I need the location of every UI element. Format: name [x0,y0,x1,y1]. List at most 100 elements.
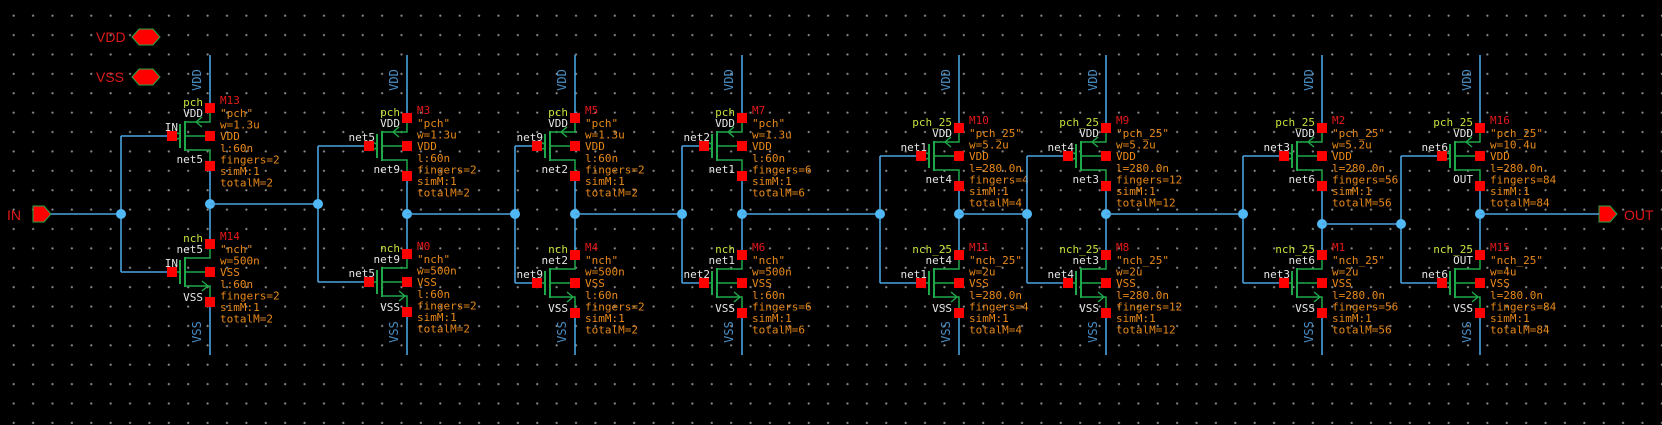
body-pin[interactable] [954,278,964,288]
bottom-pin[interactable] [737,171,747,181]
top-pin[interactable] [1317,123,1327,133]
pin-in[interactable]: IN [7,205,52,223]
gate-pin[interactable] [532,278,542,288]
pmos-transistor[interactable]: M7"pch"w=1.3uVDDl:60nfingers=6simM:1tota… [684,104,812,200]
nmos-transistor[interactable]: M8"nch_25"w=2uVSSl=280.0nfingers=12simM:… [1048,241,1183,337]
body-pin[interactable] [737,278,747,288]
bottom-pin[interactable] [570,171,580,181]
bottom-pin[interactable] [1475,308,1485,318]
bottom-pin[interactable] [205,297,215,307]
top-pin[interactable] [954,123,964,133]
source-net-label: VDD [380,117,400,130]
bottom-pin[interactable] [402,171,412,181]
bottom-pin[interactable] [1101,181,1111,191]
gate-pin[interactable] [699,278,709,288]
pin-vdd[interactable]: VDD [96,28,161,46]
body-pin[interactable] [1101,278,1111,288]
gate-pin[interactable] [364,141,374,151]
bottom-pin[interactable] [1317,308,1327,318]
bottom-pin[interactable] [570,308,580,318]
gate-pin[interactable] [699,141,709,151]
bottom-pin[interactable] [205,161,215,171]
gate-pin[interactable] [364,277,374,287]
inverter-stage: VDDVSSM9"pch_25"w=5.2uVDDl=280.0nfingers… [1022,55,1243,355]
gate-pin[interactable] [1063,151,1073,161]
source-net-label: VSS [1453,302,1473,315]
drain-net-label: net1 [709,163,736,176]
top-pin[interactable] [954,250,964,260]
bottom-pin[interactable] [737,308,747,318]
bottom-terminal [717,159,743,176]
top-pin[interactable] [1475,250,1485,260]
gate-pin[interactable] [167,131,177,141]
pmos-transistor[interactable]: M5"pch"w=1.3uVDDl:60nfingers=2simM:1tota… [517,104,645,200]
bottom-pin[interactable] [402,307,412,317]
gate-pin[interactable] [1437,278,1447,288]
nmos-transistor[interactable]: M1"nch_25"w=2uVSSl=280.0nfingers=56simM:… [1264,241,1399,337]
gate-pin[interactable] [1063,278,1073,288]
body-pin[interactable] [737,141,747,151]
nmos-transistor[interactable]: M14"nch"w=500nVSSl:60nfingers=2simM:1tot… [165,230,280,326]
body-pin[interactable] [1317,151,1327,161]
body-pin[interactable] [205,131,215,141]
nmos-transistor[interactable]: M0"nch"w=500nVSSl:60nfingers=2simM:1tota… [349,240,477,336]
body-pin[interactable] [1475,278,1485,288]
bottom-pin[interactable] [1101,308,1111,318]
top-pin[interactable] [570,113,580,123]
gate-net-label: IN [165,121,178,134]
bottom-pin[interactable] [954,308,964,318]
gate-pin[interactable] [167,267,177,277]
gate-pin[interactable] [1279,278,1289,288]
pmos-transistor[interactable]: M13"pch"w=1.3uVDDl:60nfingers=2simM:1tot… [165,94,280,190]
top-pin[interactable] [1101,250,1111,260]
top-pin[interactable] [570,250,580,260]
gate-pin[interactable] [532,141,542,151]
pin-vdd-icon[interactable] [131,28,161,46]
body-pin[interactable] [570,141,580,151]
device-param: w=500n [585,266,625,279]
top-pin[interactable] [1475,123,1485,133]
top-pin[interactable] [1317,250,1327,260]
nmos-transistor[interactable]: M11"nch_25"w=2uVSSl=280.0nfingers=4simM:… [901,241,1029,337]
top-pin[interactable] [402,249,412,259]
body-pin[interactable] [954,151,964,161]
gate-pin[interactable] [1279,151,1289,161]
body-pin[interactable] [205,267,215,277]
body-pin[interactable] [1475,151,1485,161]
pin-vss-icon[interactable] [131,68,161,86]
pin-out[interactable]: OUT [1598,205,1654,223]
gate-pin[interactable] [916,278,926,288]
pmos-transistor[interactable]: M9"pch_25"w=5.2uVDDl=280.0nfingers=12sim… [1048,114,1183,210]
bottom-pin[interactable] [954,181,964,191]
gate-pin[interactable] [1437,151,1447,161]
top-pin[interactable] [1101,123,1111,133]
top-pin[interactable] [737,250,747,260]
pin-out-icon[interactable] [1598,205,1618,223]
top-pin[interactable] [402,113,412,123]
pmos-transistor[interactable]: M10"pch_25"w=5.2uVDDl=280.0nfingers=4sim… [901,114,1029,210]
nmos-transistor[interactable]: M15"nch_25"w=4uVSSl=280.0nfingers=84simM… [1422,241,1557,337]
top-pin[interactable] [205,239,215,249]
bottom-pin[interactable] [1317,181,1327,191]
body-pin[interactable] [570,278,580,288]
pmos-transistor[interactable]: M16"pch_25"w=10.4uVDDl=280.0nfingers=84s… [1422,114,1557,210]
device-param: simM:1 [585,175,625,188]
pin-vss[interactable]: VSS [96,68,161,86]
pin-in-icon[interactable] [32,205,52,223]
body-pin[interactable] [1317,278,1327,288]
top-pin[interactable] [205,103,215,113]
pmos-transistor[interactable]: M2"pch_25"w=5.2uVDDl=280.0nfingers=56sim… [1264,114,1399,210]
body-pin[interactable] [402,277,412,287]
nmos-transistor[interactable]: M4"nch"w=500nVSSl:60nfingers=2simM:1tota… [517,241,645,337]
top-pin[interactable] [737,113,747,123]
body-pin[interactable] [1101,151,1111,161]
nmos-transistor[interactable]: M6"nch"w=500nVSSl:60nfingers=6simM:1tota… [684,241,812,337]
pmos-transistor[interactable]: M3"pch"w=1.3uVDDl:60nfingers=2simM:1tota… [349,104,477,200]
bottom-pin[interactable] [1475,181,1485,191]
body-pin[interactable] [402,141,412,151]
device-param: "pch_25" [1116,127,1169,140]
gate-pin[interactable] [916,151,926,161]
rail-label-vdd: VDD [387,69,401,91]
